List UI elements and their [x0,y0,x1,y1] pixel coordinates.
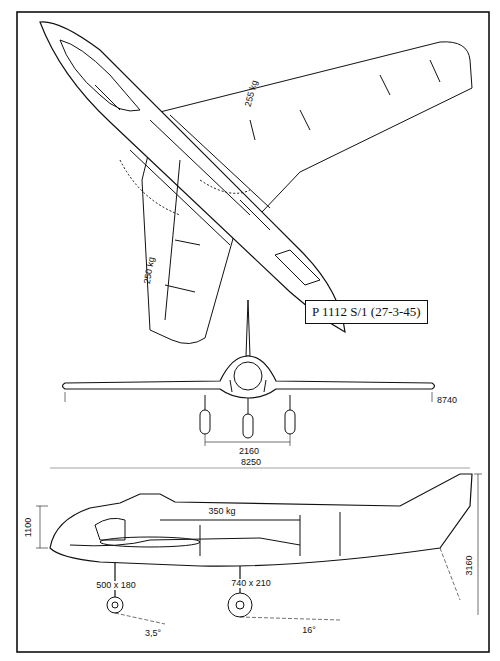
title-text: P 1112 S/1 (27-3-45) [312,304,421,319]
front-view [63,300,435,446]
plan-view [40,22,472,344]
weight-note: 350 kg [208,507,235,516]
dimension: 8740 [436,396,458,405]
title-box: P 1112 S/1 (27-3-45) [305,300,428,324]
dimension: 2160 [238,447,260,456]
dimension: 8250 [240,458,262,467]
tyre-size: 500 x 180 [95,581,137,590]
angle: 16° [301,626,317,635]
dimension: 3160 [465,554,474,576]
angle: 3,5° [144,629,162,638]
tyre-size: 740 x 210 [230,579,272,588]
frame [17,12,489,652]
dimension: 1100 [24,516,33,537]
side-view [36,468,482,624]
